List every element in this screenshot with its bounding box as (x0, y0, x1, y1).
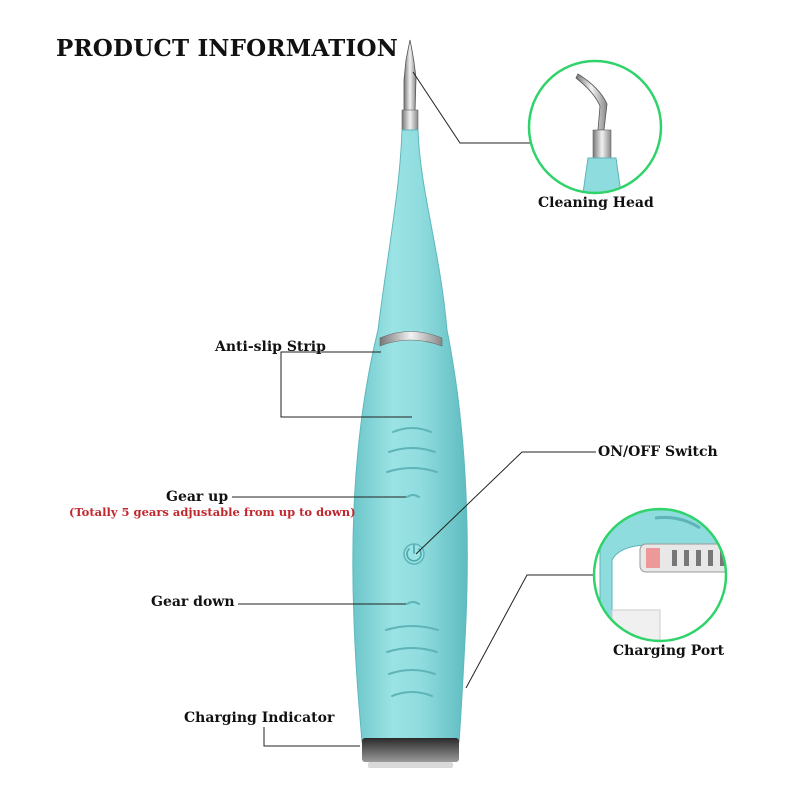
gear-up-mark[interactable] (406, 494, 420, 498)
grip-ridges (385, 427, 439, 697)
leader-lines (232, 71, 596, 747)
charging-port-callout (592, 507, 728, 643)
cleaning-tip (401, 39, 419, 131)
anti-slip-ring (379, 331, 443, 347)
label-charging-port: Charging Port (613, 643, 725, 659)
cleaning-head-callout (527, 59, 663, 195)
gear-note: (Totally 5 gears adjustable from up to d… (69, 505, 356, 519)
label-cleaning-head: Cleaning Head (538, 195, 654, 211)
gear-down-mark[interactable] (406, 601, 420, 605)
label-anti-slip-strip: Anti-slip Strip (215, 339, 326, 355)
scaler-body (352, 129, 468, 743)
page-title: PRODUCT INFORMATION (56, 35, 398, 62)
label-charging-indicator: Charging Indicator (184, 710, 335, 726)
charging-base (362, 738, 459, 768)
label-gear-down: Gear down (151, 594, 235, 610)
label-gear-up: Gear up (166, 489, 229, 505)
power-icon[interactable] (403, 543, 425, 565)
label-on-off-switch: ON/OFF Switch (598, 444, 718, 460)
